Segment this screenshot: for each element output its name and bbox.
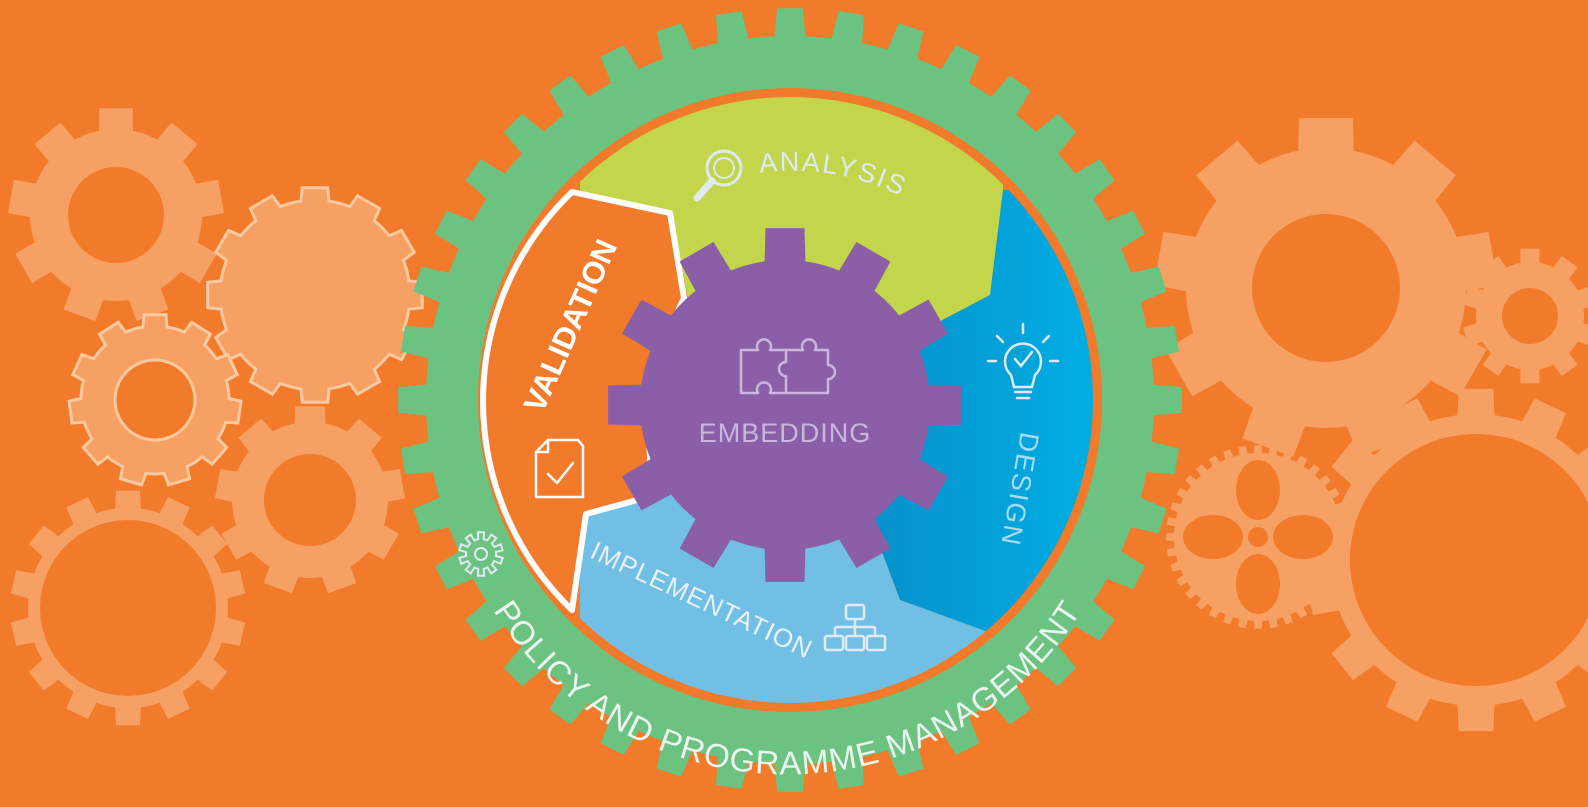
spoke-hole <box>1273 515 1333 559</box>
bg-gear-top-right <box>1154 118 1498 457</box>
center-gear <box>608 228 962 582</box>
bg-gear-far-right-small <box>1463 248 1588 384</box>
validation-outline <box>480 189 687 613</box>
hierarchy-icon <box>823 603 887 652</box>
gear-icon <box>458 531 504 577</box>
spoke-hole <box>1236 460 1280 520</box>
bg-gear-top-left <box>8 108 224 321</box>
spoke-hole <box>1236 554 1280 614</box>
center-label: EMBEDDING <box>699 418 872 448</box>
magnifier-icon <box>693 149 743 202</box>
lightbulb-icon <box>986 322 1060 400</box>
spoke-hole <box>1183 515 1243 559</box>
segment-validation <box>487 192 688 610</box>
puzzle-icon <box>739 338 837 395</box>
background-gears <box>8 108 1588 732</box>
bg-gear-outline-small <box>67 313 243 487</box>
bg-gear-bottom-left <box>10 490 246 726</box>
bg-gear-bottom-right <box>1305 388 1588 732</box>
spoke-hub <box>1248 527 1268 547</box>
document-check-icon <box>534 438 585 499</box>
bg-gear-outline-left <box>206 186 424 404</box>
bg-gear-mid-left <box>215 406 405 594</box>
